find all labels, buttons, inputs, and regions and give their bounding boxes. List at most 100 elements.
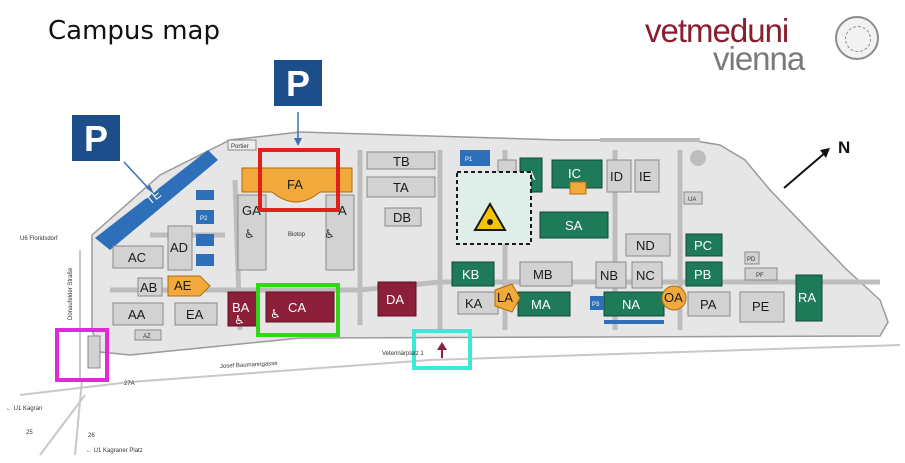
building-sa[interactable]: SA xyxy=(539,211,609,239)
svg-text:RA: RA xyxy=(798,290,816,305)
portier-label: Portier xyxy=(231,144,249,150)
building-nb[interactable]: NB xyxy=(595,261,627,289)
building-ra[interactable]: RA xyxy=(795,274,823,322)
building-la[interactable]: LA xyxy=(494,283,521,313)
svg-text:ID: ID xyxy=(610,169,623,184)
parking-sign-top: P xyxy=(274,60,322,146)
svg-text:NB: NB xyxy=(600,268,618,283)
building-ea[interactable]: EA xyxy=(174,302,218,326)
outside-roads xyxy=(19,250,901,456)
roundabout xyxy=(690,150,706,166)
building-mb[interactable]: MB xyxy=(519,261,573,287)
building-db[interactable]: DB xyxy=(384,207,422,227)
highlight-red-fa xyxy=(258,148,340,212)
svg-text:AA: AA xyxy=(128,307,146,322)
parking-p3[interactable] xyxy=(590,296,604,310)
building-pb[interactable]: PB xyxy=(685,261,723,287)
svg-text:DA: DA xyxy=(386,292,404,307)
building-pc[interactable]: PC xyxy=(685,233,723,257)
building-ca[interactable]: CA xyxy=(265,291,335,323)
parking-p2[interactable] xyxy=(196,210,214,224)
building-pa[interactable]: PA xyxy=(687,291,731,317)
street-labels: Veterinärplatz 1 Josef Baumanngasse Dona… xyxy=(6,236,424,454)
svg-text:BA: BA xyxy=(232,300,250,315)
building-na[interactable]: NA xyxy=(603,291,665,317)
svg-text:AD: AD xyxy=(170,240,188,255)
building-az xyxy=(134,329,162,341)
svg-text:EA: EA xyxy=(186,307,204,322)
maroon-buildings: BA CA DA xyxy=(227,281,417,327)
building-ab[interactable]: AB xyxy=(137,277,163,297)
building-ie[interactable]: IE xyxy=(634,159,660,193)
parking-strip[interactable] xyxy=(604,320,664,324)
az-label: AZ xyxy=(143,334,151,340)
svg-text:AC: AC xyxy=(128,250,146,265)
building-ta[interactable]: TA xyxy=(366,176,436,198)
p1-label: P1 xyxy=(465,157,473,163)
svg-text:FA: FA xyxy=(287,177,303,192)
highlight-magenta-entrance xyxy=(55,328,109,382)
svg-text:KA: KA xyxy=(465,296,483,311)
construction-warning-icon xyxy=(473,201,507,231)
parking-p1[interactable] xyxy=(460,150,490,166)
building-kb[interactable]: KB xyxy=(451,261,495,287)
building-te xyxy=(95,150,218,250)
svg-text:PA: PA xyxy=(700,297,717,312)
josef-baumanngasse-label: Josef Baumanngasse xyxy=(220,361,279,370)
highlight-cyan-main-entrance xyxy=(412,329,472,370)
building-id[interactable]: ID xyxy=(606,159,632,193)
svg-text:AE: AE xyxy=(174,278,192,293)
building-da[interactable]: DA xyxy=(377,281,417,317)
portier-box xyxy=(227,139,257,151)
bus-26-label: 26 xyxy=(88,433,95,439)
biotop-label: Biotop xyxy=(288,232,306,238)
page-title: Campus map xyxy=(48,16,220,46)
highlight-green-ca xyxy=(256,283,340,337)
building-ac[interactable]: AC xyxy=(112,245,164,269)
svg-text:GA: GA xyxy=(242,203,261,218)
svg-text:IE: IE xyxy=(639,169,652,184)
building-ae[interactable]: AE xyxy=(167,275,211,297)
building-ad[interactable]: AD xyxy=(167,225,193,271)
building-ba[interactable]: BA xyxy=(227,291,259,327)
building-ka[interactable]: KA xyxy=(457,291,499,315)
construction-site xyxy=(456,171,532,245)
p3-label: P3 xyxy=(592,302,600,308)
building-tb[interactable]: TB xyxy=(366,151,436,170)
building-nd[interactable]: ND xyxy=(625,233,671,257)
orange-buildings: FA AE LA OA xyxy=(167,167,687,313)
parking-sign-icon xyxy=(274,60,322,106)
parking-small-2[interactable] xyxy=(196,234,214,246)
building-aa[interactable]: AA xyxy=(112,302,164,326)
parking-sign-left: P xyxy=(72,115,154,194)
building-pf xyxy=(744,267,778,281)
svg-text:PE: PE xyxy=(752,299,770,314)
u1-kagran-label: ← U1 Kagran xyxy=(6,406,42,412)
arrow-icon xyxy=(123,161,151,191)
building-ma[interactable]: MA xyxy=(517,291,571,317)
svg-text:IC: IC xyxy=(568,166,581,181)
building-nc[interactable]: NC xyxy=(631,261,663,289)
donaufelder-strasse-label: Donaufelder Straße xyxy=(68,267,74,320)
grey-buildings: TB TA DB AC AD AB AA EA GA A IB ID IE MB… xyxy=(112,151,785,326)
parking-sign-icon xyxy=(72,115,120,161)
svg-text:NC: NC xyxy=(636,268,655,283)
north-arrow-icon xyxy=(783,151,827,189)
svg-text:OA: OA xyxy=(664,290,683,305)
building-pe[interactable]: PE xyxy=(739,291,785,323)
vetmeduni-logo: vetmeduni vienna xyxy=(645,12,885,77)
parking-small-3[interactable] xyxy=(196,254,214,266)
bus-25-label: 25 xyxy=(26,430,33,436)
wheelchair-icon: ♿ xyxy=(244,227,255,241)
building-oa[interactable]: OA xyxy=(661,285,687,311)
parking-small-1[interactable] xyxy=(196,190,214,200)
svg-text:ND: ND xyxy=(636,238,655,253)
wheelchair-icon: ♿ xyxy=(324,227,335,241)
parking-sign-label: P xyxy=(84,118,108,159)
svg-text:PB: PB xyxy=(694,267,711,282)
svg-text:TB: TB xyxy=(393,154,410,169)
svg-text:SA: SA xyxy=(565,218,583,233)
u6-label: U6 Floridsdorf xyxy=(20,236,58,242)
ua-label: UA xyxy=(688,197,696,203)
parking-sign-label: P xyxy=(286,63,310,104)
